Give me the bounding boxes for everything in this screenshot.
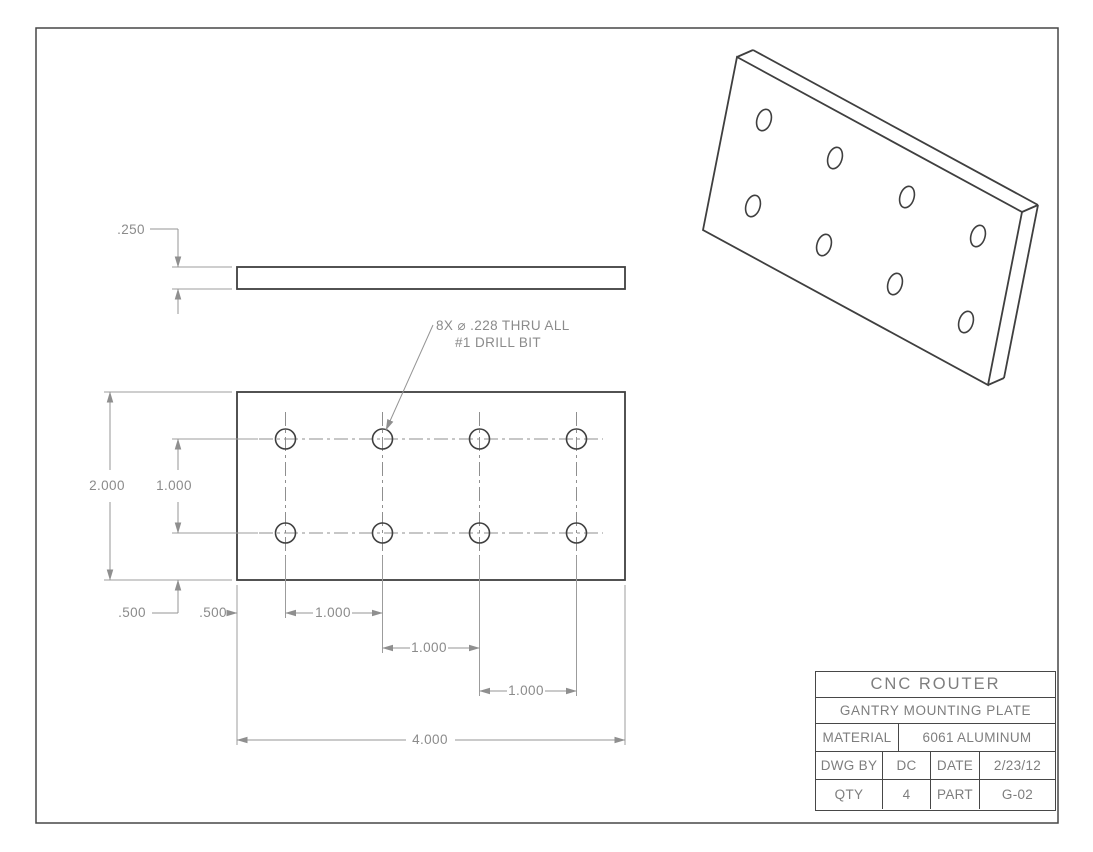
dim-text-col-spacing-2: 1.000	[411, 640, 447, 655]
iso-hole	[886, 272, 904, 296]
hole	[371, 522, 394, 544]
dim-col-spacing-3: 1.000	[479, 683, 577, 698]
dim-plate-width: 4.000	[236, 732, 626, 747]
dim-text-left-edge-offset: .500	[199, 605, 227, 620]
dwg-by-label: DWG BY	[820, 758, 878, 773]
date-label: DATE	[930, 752, 979, 779]
dim-left-edge-offset: .500	[199, 605, 238, 620]
dim-text-plate-width: 4.000	[412, 732, 448, 747]
hole	[468, 522, 491, 544]
dim-text-bottom-edge-offset: .500	[118, 605, 146, 620]
dim-bottom-edge-offset: .500	[118, 579, 182, 620]
front-view	[236, 391, 626, 581]
title-block-title: CNC ROUTER	[870, 675, 1001, 693]
plate-outline	[236, 391, 626, 581]
hole-callout: 8X ⌀ .228 THRU ALL #1 DRILL BIT	[385, 318, 570, 431]
material-value: 6061 ALUMINUM	[898, 724, 1055, 751]
iso-hole	[815, 233, 833, 257]
side-view	[236, 266, 626, 290]
dim-row-spacing: 1.000	[156, 438, 258, 534]
date-value: 2/23/12	[979, 752, 1055, 779]
iso-face	[701, 55, 1024, 387]
part-label: PART	[930, 780, 979, 809]
side-view-outline	[236, 266, 626, 290]
iso-edge	[1003, 204, 1039, 379]
hole	[274, 428, 297, 450]
hole-note-line2: #1 DRILL BIT	[455, 335, 541, 350]
dimensions: .250 2.000 1.000 .500	[89, 222, 626, 747]
dim-col-spacing-2: 1.000	[382, 640, 480, 655]
dim-text-thickness: .250	[117, 222, 145, 237]
hole	[371, 428, 394, 450]
iso-edge	[736, 49, 754, 58]
isometric-view	[701, 49, 1039, 387]
dim-text-row-spacing: 1.000	[156, 478, 192, 493]
hole	[274, 522, 297, 544]
iso-hole	[744, 194, 762, 218]
iso-hole	[826, 146, 844, 170]
title-block-material-row: MATERIAL 6061 ALUMINUM	[816, 723, 1055, 751]
iso-hole	[969, 224, 987, 248]
title-block-subtitle: GANTRY MOUNTING PLATE	[816, 697, 1055, 723]
iso-edge	[987, 377, 1005, 386]
iso-hole	[755, 108, 773, 132]
iso-edge	[1021, 204, 1039, 213]
title-block-dwg-row: DWG BY DC DATE 2/23/12	[816, 751, 1055, 779]
iso-edge	[752, 49, 1039, 206]
hole	[565, 428, 588, 450]
iso-hole	[957, 310, 975, 334]
hole	[468, 428, 491, 450]
dim-plate-height: 2.000	[89, 391, 232, 581]
title-block: CNC ROUTER GANTRY MOUNTING PLATE MATERIA…	[815, 671, 1056, 811]
hole-note-line1: 8X ⌀ .228 THRU ALL	[436, 318, 570, 333]
dim-text-col-spacing-3: 1.000	[508, 683, 544, 698]
hole	[565, 522, 588, 544]
dwg-by-value: DC	[882, 752, 930, 779]
dim-col-spacing-1: 1.000	[285, 605, 383, 620]
qty-label: QTY	[834, 787, 864, 802]
dim-text-col-spacing-1: 1.000	[315, 605, 351, 620]
sheet-border	[35, 27, 1059, 824]
iso-hole	[898, 185, 916, 209]
title-block-qty-row: QTY 4 PART G-02	[816, 779, 1055, 809]
part-value: G-02	[979, 780, 1055, 809]
material-label: MATERIAL	[822, 730, 892, 745]
dim-text-plate-height: 2.000	[89, 478, 125, 493]
dim-thickness: .250	[117, 222, 232, 314]
leader-line	[385, 324, 434, 431]
qty-value: 4	[882, 780, 930, 809]
